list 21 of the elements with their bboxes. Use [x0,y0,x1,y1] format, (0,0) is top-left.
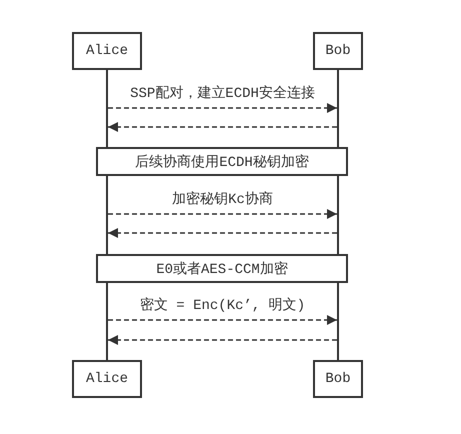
message-arrow [108,335,337,345]
message-arrow [108,228,337,238]
lifeline [106,70,108,147]
lifeline [106,176,108,254]
participant-box: Bob [313,360,363,398]
message-arrow [108,103,337,113]
message-label: 密文 = Enc(Kc’, 明文) [140,298,306,314]
lifeline [106,283,108,360]
message-arrow [108,209,337,219]
participant-box: Bob [313,32,363,70]
message-label: 加密秘钥Kc协商 [172,192,273,208]
participant-box: Alice [72,32,142,70]
message-arrow [108,315,337,325]
lifeline [337,70,339,147]
message-label: SSP配对，建立ECDH安全连接 [130,86,315,102]
participant-box: Alice [72,360,142,398]
lifeline [337,283,339,360]
note-box: E0或者AES-CCM加密 [96,254,348,283]
message-arrow [108,122,337,132]
note-box: 后续协商使用ECDH秘钥加密 [96,147,348,176]
lifeline [337,176,339,254]
